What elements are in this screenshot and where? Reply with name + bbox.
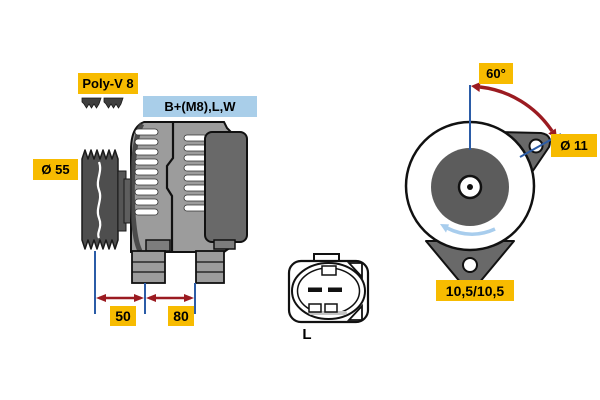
mounting-angle-label: 60° bbox=[479, 63, 513, 84]
connector-slot-left bbox=[308, 303, 322, 313]
hole-diameter-label: Ø 11 bbox=[551, 134, 597, 157]
rear-cover bbox=[204, 131, 248, 243]
mounting-hole-sizes-label: 10,5/10,5 bbox=[436, 280, 514, 301]
pulley-break-line bbox=[96, 161, 102, 239]
pulley-diameter-label: Ø 55 bbox=[33, 159, 78, 180]
side-view bbox=[81, 97, 248, 314]
connector-pin-right bbox=[328, 287, 342, 292]
connector-corner-wedge-bottom bbox=[346, 303, 363, 321]
connector-slot-right bbox=[324, 303, 338, 313]
mounting-foot-right bbox=[195, 250, 225, 284]
housing-seam bbox=[165, 122, 175, 252]
connector-corner-wedge-top bbox=[346, 262, 363, 280]
poly-v-belt-icon bbox=[81, 97, 124, 109]
belt-type-label: Poly-V 8 bbox=[78, 73, 138, 94]
foot-spacer-left bbox=[145, 239, 171, 252]
rear-view bbox=[404, 82, 562, 288]
dimension-80-label: 80 bbox=[168, 306, 194, 326]
connector-diagram bbox=[287, 253, 370, 324]
foot-spacer-right bbox=[213, 239, 236, 250]
shaft-center-dot bbox=[467, 184, 473, 190]
rotation-arrow-icon bbox=[440, 224, 496, 236]
connector-pin-left bbox=[308, 287, 322, 292]
connector-terminal-label: L bbox=[302, 325, 312, 343]
connector-key-slot bbox=[321, 265, 337, 276]
dimension-arrow-50 bbox=[96, 294, 144, 302]
dimension-50-label: 50 bbox=[110, 306, 136, 326]
mounting-hole-bottom bbox=[462, 257, 478, 273]
dimension-arrow-80 bbox=[146, 294, 194, 302]
terminals-label: B+(M8),L,W bbox=[143, 96, 257, 117]
mounting-foot-left bbox=[131, 250, 166, 284]
